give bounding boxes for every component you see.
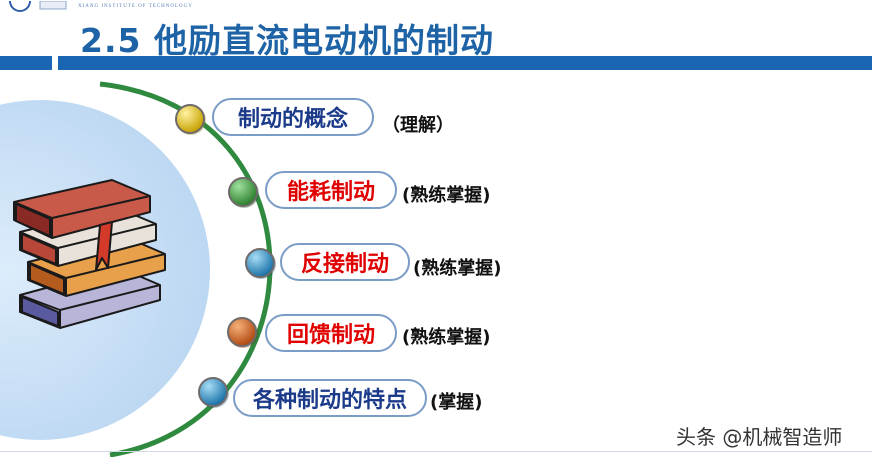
topic-pill-regenerative-braking[interactable]: 回馈制动 (265, 314, 397, 352)
topic-label: 能耗制动 (286, 180, 375, 205)
topic-pill-braking-characteristics[interactable]: 各种制动的特点 (233, 379, 427, 417)
bottom-divider (0, 451, 872, 452)
topic-note: (熟练掌握) (402, 327, 491, 348)
topic-note: (掌握) (430, 392, 483, 413)
topic-pill-dynamic-braking[interactable]: 能耗制动 (265, 171, 397, 209)
header-bar-left (0, 56, 52, 70)
bullet-dot (198, 377, 229, 408)
bullet-dot (228, 177, 259, 208)
books-stack-icon (13, 179, 166, 329)
topic-label: 制动的概念 (237, 107, 348, 132)
topic-note: (熟练掌握) (402, 185, 491, 206)
bullet-dot (245, 248, 276, 279)
page-title: 2.5 他励直流电动机的制动 (80, 21, 494, 60)
topic-label: 反接制动 (300, 252, 389, 277)
topic-label: 回馈制动 (286, 323, 375, 348)
university-logo: XIANG INSTITUTE OF TECHNOLOGY (0, 0, 210, 14)
header-bar-right (58, 56, 872, 70)
bullet-dot (175, 104, 206, 135)
watermark: 头条 @机械智造师 (676, 425, 843, 449)
logo-emblem-icon (9, 0, 67, 12)
logo-subtext: XIANG INSTITUTE OF TECHNOLOGY (78, 4, 193, 9)
topic-note: （理解） (382, 115, 454, 136)
topic-note: (熟练掌握) (413, 258, 502, 279)
topic-pill-plugging-braking[interactable]: 反接制动 (280, 243, 410, 281)
topic-pill-braking-concept[interactable]: 制动的概念 (212, 98, 374, 136)
bullet-dot (227, 317, 258, 348)
topic-label: 各种制动的特点 (252, 388, 407, 413)
